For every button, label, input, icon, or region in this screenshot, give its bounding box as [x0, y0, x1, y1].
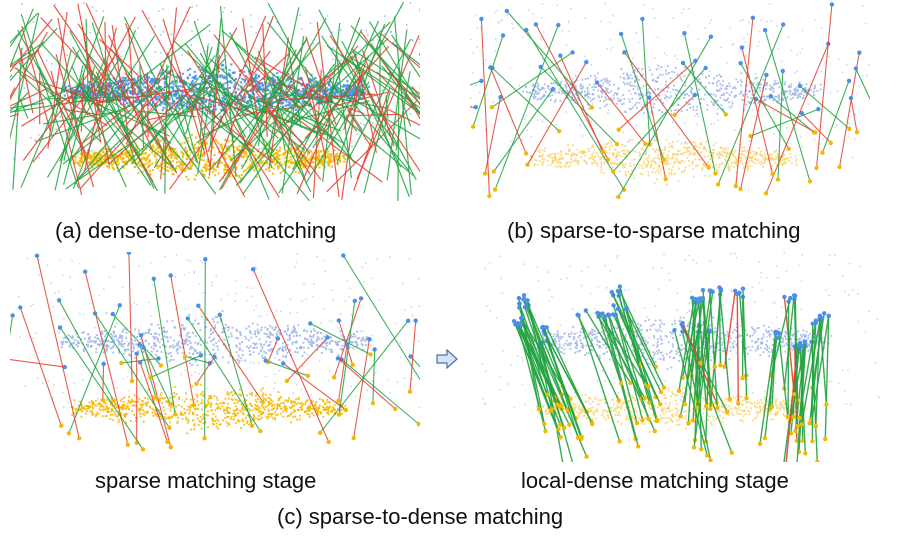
- right-arrow-icon: [436, 349, 458, 369]
- panel-sparse-matching-stage: [10, 252, 420, 462]
- correspondence-lines: [470, 2, 870, 200]
- caption-sparse-to-sparse: (b) sparse-to-sparse matching: [507, 218, 801, 243]
- caption-dense-to-dense: (a) dense-to-dense matching: [55, 218, 337, 243]
- panel-sparse-to-sparse: [470, 2, 870, 212]
- caption-local-dense-matching-stage: local-dense matching stage: [521, 468, 789, 493]
- caption-sparse-matching-stage: sparse matching stage: [95, 468, 317, 493]
- panel-local-dense-matching-stage: [480, 252, 880, 462]
- correspondence-lines: [10, 2, 420, 202]
- correspondence-lines: [511, 284, 831, 462]
- correspondence-lines: [10, 252, 420, 452]
- point-cloud: [470, 2, 870, 186]
- point-cloud-matching-visualization: [10, 252, 420, 452]
- panel-dense-to-dense: [10, 2, 420, 212]
- point-cloud-matching-visualization: [481, 252, 880, 462]
- point-cloud-matching-visualization: [10, 2, 420, 202]
- point-cloud: [17, 253, 420, 435]
- point-cloud-matching-visualization: [470, 2, 870, 200]
- caption-sparse-to-dense-group: (c) sparse-to-dense matching: [277, 504, 564, 529]
